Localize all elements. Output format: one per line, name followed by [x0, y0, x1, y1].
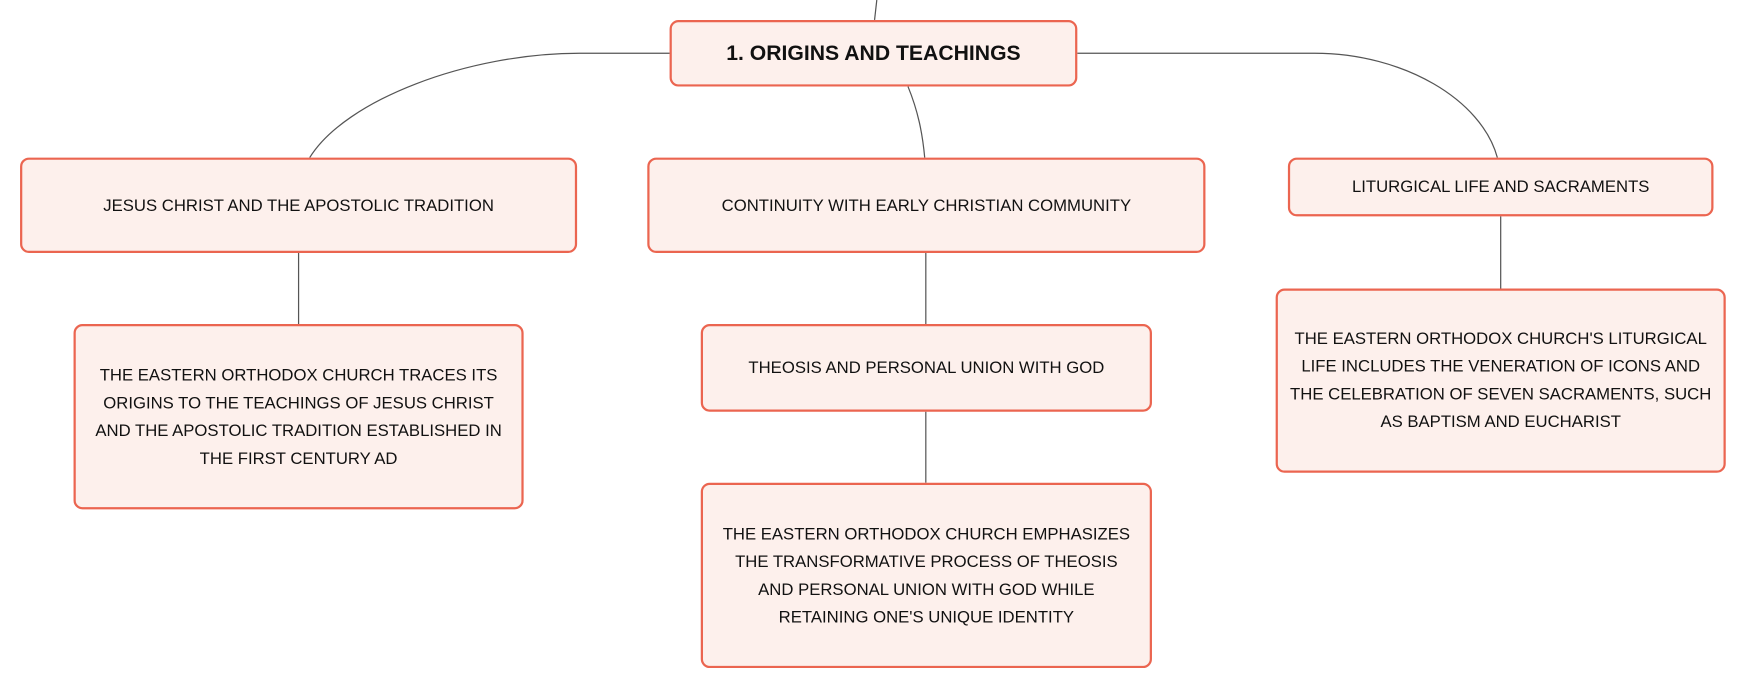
link-root-to-branch-1	[309, 52, 670, 158]
root-label: 1. ORIGINS AND TEACHINGS	[726, 41, 1021, 65]
node-label: THE EASTERN ORTHODOX CHURCH'S LITURGICAL…	[1290, 329, 1712, 432]
link-root-to-branch-2	[907, 86, 926, 158]
detail-node-liturgy[interactable]: THE EASTERN ORTHODOX CHURCH'S LITURGICAL…	[1275, 288, 1726, 473]
link-parent-to-root	[873, 0, 878, 21]
node-theosis[interactable]: THEOSIS AND PERSONAL UNION WITH GOD	[700, 324, 1152, 412]
branch-node-liturgical-life[interactable]: LITURGICAL LIFE AND SACRAMENTS	[1287, 157, 1714, 217]
branch-node-continuity[interactable]: CONTINUITY WITH EARLY CHRISTIAN COMMUNIT…	[647, 157, 1206, 254]
node-label: CONTINUITY WITH EARLY CHRISTIAN COMMUNIT…	[721, 195, 1132, 215]
node-label: LITURGICAL LIFE AND SACRAMENTS	[1351, 177, 1650, 197]
node-label: THE EASTERN ORTHODOX CHURCH EMPHASIZES T…	[722, 524, 1131, 627]
detail-node-theosis[interactable]: THE EASTERN ORTHODOX CHURCH EMPHASIZES T…	[700, 482, 1152, 669]
branch-node-apostolic-tradition[interactable]: JESUS CHRIST AND THE APOSTOLIC TRADITION	[20, 157, 578, 254]
link-root-to-branch-3	[1077, 52, 1498, 158]
root-node[interactable]: 1. ORIGINS AND TEACHINGS	[669, 19, 1078, 87]
node-label: THEOSIS AND PERSONAL UNION WITH GOD	[748, 358, 1105, 378]
detail-node-origins[interactable]: THE EASTERN ORTHODOX CHURCH TRACES ITS O…	[73, 324, 524, 510]
node-label: JESUS CHRIST AND THE APOSTOLIC TRADITION	[103, 195, 494, 215]
node-label: THE EASTERN ORTHODOX CHURCH TRACES ITS O…	[95, 365, 502, 468]
